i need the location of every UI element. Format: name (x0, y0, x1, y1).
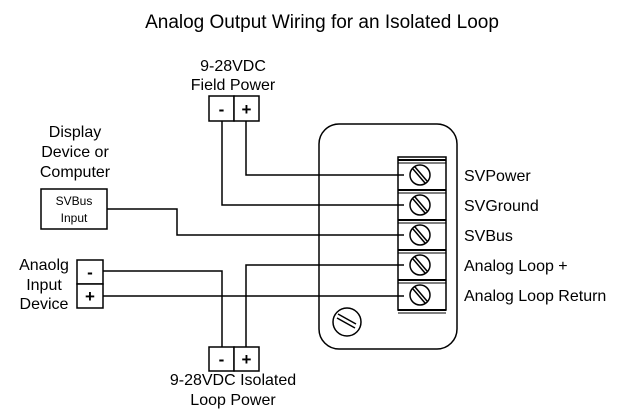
diagram-title: Analog Output Wiring for an Isolated Loo… (145, 12, 499, 33)
terminal-screw-icon (409, 164, 431, 186)
analog-input-minus-sign: - (87, 263, 93, 282)
display-device-label-line3: Computer (40, 164, 111, 181)
analog-input-plus-terminal (76, 283, 104, 309)
terminal-screw-icon (409, 194, 431, 216)
wire-isolated-plus-to-loop-plus (245, 264, 404, 347)
isolated-power-minus-sign: - (219, 350, 225, 369)
wire-field-power-minus-to-svground (221, 121, 404, 206)
terminal-label: Analog Loop + (464, 258, 568, 275)
analog-input-minus-terminal (76, 259, 104, 285)
analog-input-plus-sign: + (85, 287, 95, 306)
field-power-supply: 9-28VDC Field Power - + (191, 58, 276, 122)
isolated-power-label-line1: 9-28VDC Isolated (170, 372, 296, 389)
terminal-screw-icon (409, 224, 431, 246)
svbus-input-line2: Input (61, 211, 88, 225)
terminal-screw-icon (409, 254, 431, 276)
display-device: Display Device or Computer SVBus Input (40, 124, 111, 230)
field-power-plus-sign: + (242, 100, 252, 119)
display-device-label-line1: Display (49, 124, 101, 141)
wire-svbus-input-to-svbus (107, 208, 404, 236)
field-power-label-line1: 9-28VDC (200, 58, 266, 75)
terminal-label: Analog Loop Return (464, 288, 606, 305)
wire-analog-input-minus-to-isolated-minus (103, 270, 223, 347)
svbus-input-box (40, 188, 108, 230)
terminal-label: SVBus (464, 228, 513, 245)
field-power-label-line2: Field Power (191, 77, 276, 94)
terminal-screw-icon (409, 284, 431, 306)
svbus-input-line1: SVBus (56, 194, 93, 208)
wiring (103, 121, 404, 347)
analog-input-device: Anaolg Input Device - + (19, 257, 104, 313)
field-power-minus-sign: - (219, 100, 225, 119)
display-device-label-line2: Device or (41, 144, 109, 161)
transmitter-enclosure (318, 123, 458, 350)
isolated-loop-power-supply: - + 9-28VDC Isolated Loop Power (170, 346, 296, 409)
wire-field-power-plus-to-svpower (245, 121, 404, 176)
isolated-power-plus-sign: + (242, 350, 252, 369)
analog-input-label-line1: Anaolg (19, 257, 69, 274)
analog-input-label-line2: Input (26, 277, 62, 294)
terminal-label: SVPower (464, 168, 531, 185)
isolated-power-plus-terminal (233, 346, 260, 372)
isolated-power-label-line2: Loop Power (190, 392, 276, 409)
terminal-label: SVGround (464, 198, 539, 215)
mounting-screw-icon (332, 307, 362, 337)
analog-input-label-line3: Device (20, 296, 69, 313)
